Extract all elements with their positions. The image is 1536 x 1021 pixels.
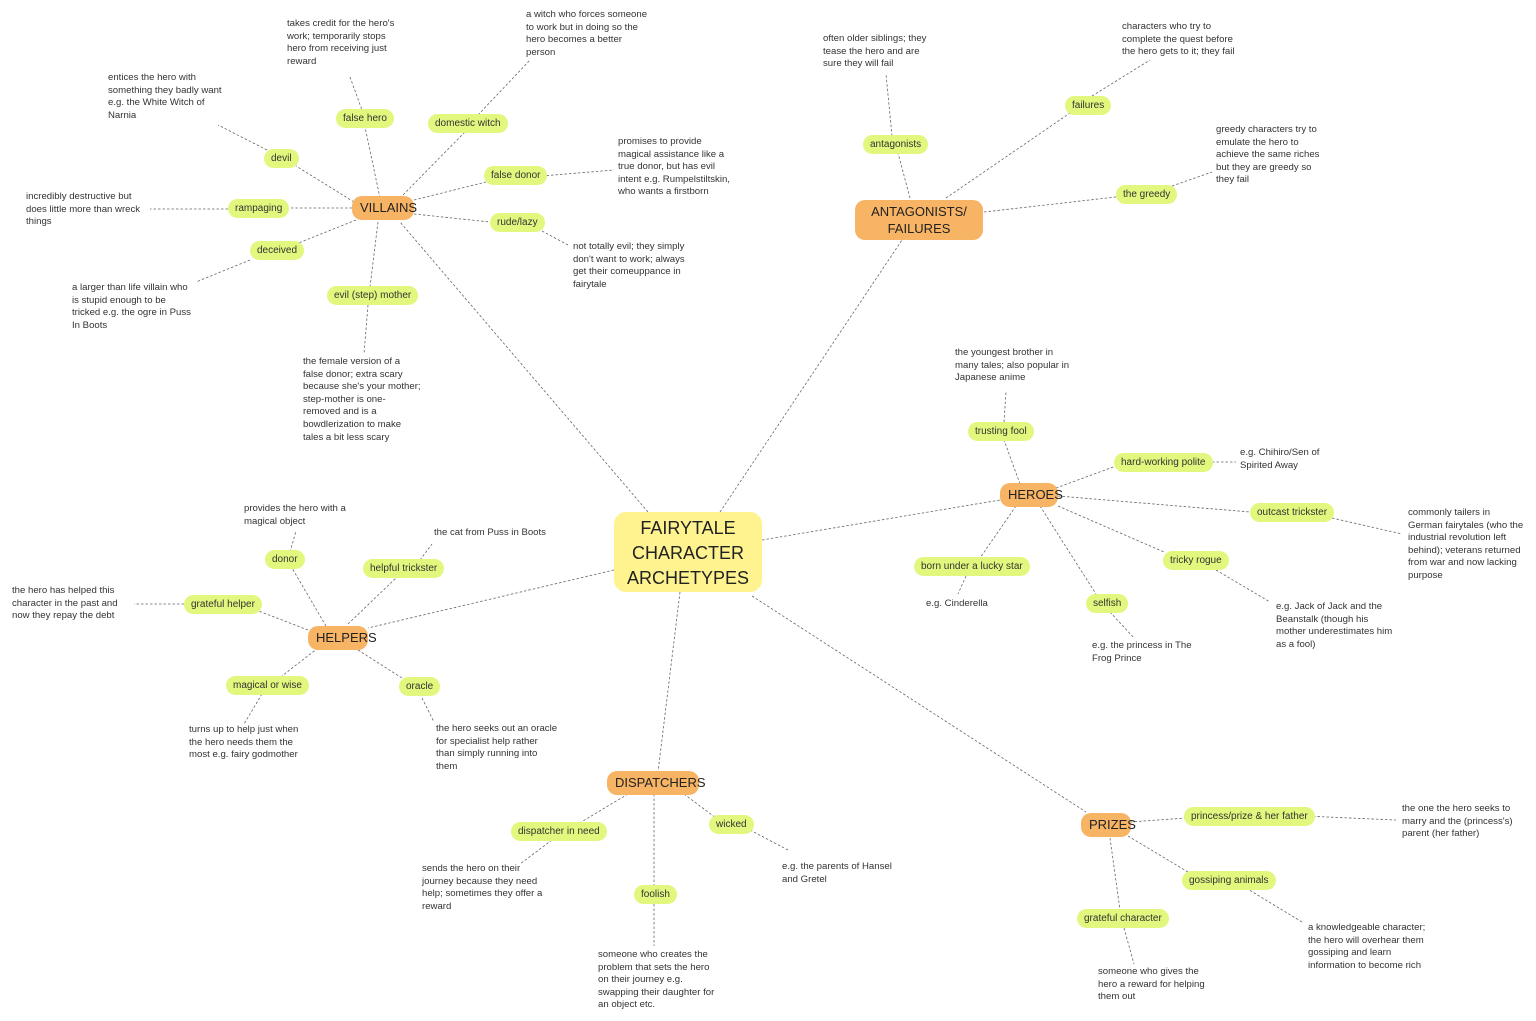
topic-dispatcher-in-need[interactable]: dispatcher in need: [511, 822, 607, 841]
topic-grateful-helper[interactable]: grateful helper: [184, 595, 262, 614]
topic-magical-or-wise[interactable]: magical or wise: [226, 676, 309, 695]
topic-devil[interactable]: devil: [264, 149, 299, 168]
topic-princess-prize-and-father[interactable]: princess/prize & her father: [1184, 807, 1315, 826]
note-trusting-fool: the youngest brother in many tales; also…: [955, 347, 1070, 384]
category-heroes[interactable]: HEROES: [1000, 483, 1063, 507]
note-false-hero: takes credit for the hero's work; tempor…: [287, 18, 395, 67]
topic-tricky-rogue[interactable]: tricky rogue: [1163, 551, 1229, 570]
note-rude-lazy: not totally evil; they simply don't want…: [573, 241, 685, 290]
note-gossiping-animals: a knowledgeable character; the hero will…: [1308, 922, 1426, 971]
category-prizes[interactable]: PRIZES: [1081, 813, 1136, 837]
topic-foolish[interactable]: foolish: [634, 885, 677, 904]
topic-the-greedy[interactable]: the greedy: [1116, 185, 1178, 204]
topic-grateful-character[interactable]: grateful character: [1077, 909, 1169, 928]
topic-trusting-fool[interactable]: trusting fool: [968, 422, 1034, 441]
topic-wicked[interactable]: wicked: [709, 815, 754, 834]
topic-antagonists[interactable]: antagonists: [863, 135, 929, 154]
category-helpers[interactable]: HELPERS: [308, 626, 377, 650]
note-magical-or-wise: turns up to help just when the hero need…: [189, 724, 299, 761]
topic-selfish[interactable]: selfish: [1086, 594, 1129, 613]
edge-root-dispatchers: [657, 591, 681, 773]
topic-helpful-trickster[interactable]: helpful trickster: [363, 559, 445, 578]
topic-outcast-trickster[interactable]: outcast trickster: [1250, 503, 1335, 522]
edge-root-heroes: [761, 499, 1001, 541]
note-rampaging: incredibly destructive but does little m…: [26, 191, 141, 228]
topic-domestic-witch[interactable]: domestic witch: [428, 114, 508, 133]
note-princess-prize-and-father: the one the hero seeks to marry and the …: [1402, 803, 1513, 840]
note-the-greedy: greedy characters try to emulate the her…: [1216, 124, 1320, 186]
note-oracle: the hero seeks out an oracle for special…: [436, 723, 558, 772]
note-donor: provides the hero with a magical object: [244, 503, 346, 527]
note-devil: entices the hero with something they bad…: [108, 72, 222, 121]
edge-root-prizes: [751, 595, 1087, 813]
topic-deceived[interactable]: deceived: [250, 241, 305, 260]
edge-root-antagonists: [719, 239, 903, 513]
note-born-under-a-lucky-star: e.g. Cinderella: [926, 598, 988, 609]
category-antagonists[interactable]: ANTAGONISTS/ FAILURES: [855, 200, 983, 240]
note-hard-working-polite: e.g. Chihiro/Sen of Spirited Away: [1240, 447, 1320, 471]
topic-gossiping-animals[interactable]: gossiping animals: [1182, 871, 1276, 890]
edge-root-villains: [399, 221, 649, 513]
topic-false-donor[interactable]: false donor: [484, 166, 548, 185]
note-antagonists: often older siblings; they tease the her…: [823, 33, 927, 70]
topic-false-hero[interactable]: false hero: [336, 109, 394, 128]
topic-rampaging[interactable]: rampaging: [228, 199, 290, 218]
category-dispatchers[interactable]: DISPATCHERS: [607, 771, 706, 795]
note-dispatcher-in-need: sends the hero on their journey because …: [422, 863, 543, 912]
topic-rude-lazy[interactable]: rude/lazy: [490, 213, 545, 232]
note-failures: characters who try to complete the quest…: [1122, 21, 1235, 58]
root-topic[interactable]: FAIRYTALE CHARACTER ARCHETYPES: [614, 512, 762, 592]
topic-hard-working-polite[interactable]: hard-working polite: [1114, 453, 1213, 472]
note-tricky-rogue: e.g. Jack of Jack and the Beanstalk (tho…: [1276, 601, 1393, 650]
topic-donor[interactable]: donor: [265, 550, 305, 569]
note-grateful-helper: the hero has helped this character in th…: [12, 585, 118, 622]
topic-born-under-a-lucky-star[interactable]: born under a lucky star: [914, 557, 1030, 576]
note-wicked: e.g. the parents of Hansel and Gretel: [782, 861, 892, 885]
topic-evil-step-mother[interactable]: evil (step) mother: [327, 286, 419, 305]
category-villains[interactable]: VILLAINS: [352, 196, 417, 220]
note-evil-step-mother: the female version of a false donor; ext…: [303, 356, 421, 443]
note-foolish: someone who creates the problem that set…: [598, 949, 715, 1011]
note-domestic-witch: a witch who forces someone to work but i…: [526, 9, 648, 58]
root-title: FAIRYTALE CHARACTER ARCHETYPES: [626, 517, 750, 588]
topic-oracle[interactable]: oracle: [399, 677, 441, 696]
topic-failures[interactable]: failures: [1065, 96, 1112, 115]
edge-root-helpers: [367, 569, 615, 629]
note-deceived: a larger than life villain who is stupid…: [72, 282, 191, 331]
note-grateful-character: someone who gives the hero a reward for …: [1098, 966, 1205, 1003]
note-false-donor: promises to provide magical assistance l…: [618, 136, 730, 198]
note-selfish: e.g. the princess in The Frog Prince: [1092, 640, 1192, 664]
note-helpful-trickster: the cat from Puss in Boots: [434, 527, 546, 538]
note-outcast-trickster: commonly tailers in German fairytales (w…: [1408, 507, 1524, 581]
